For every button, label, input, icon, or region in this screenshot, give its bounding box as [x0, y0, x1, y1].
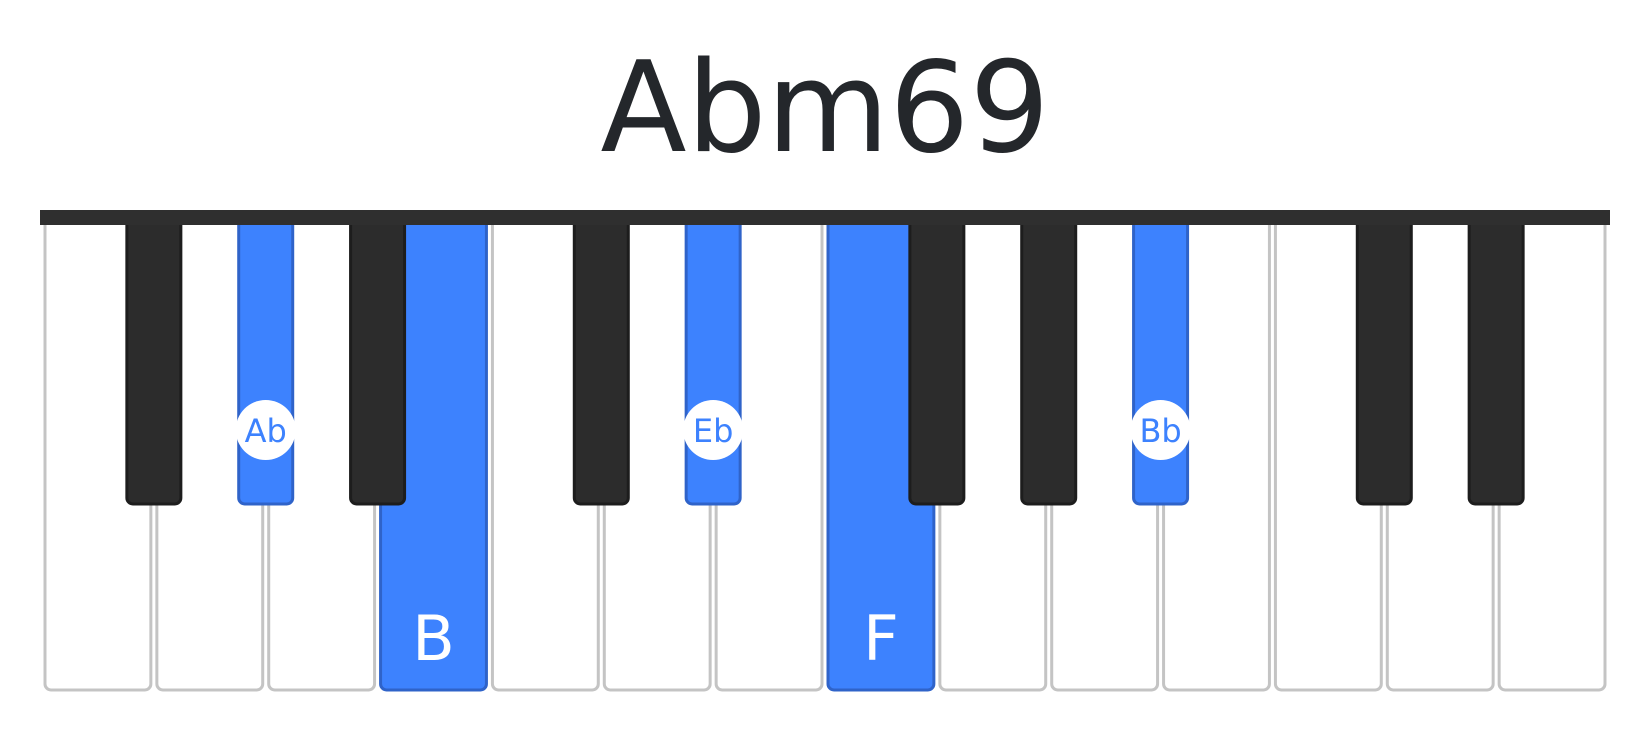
- keyboard-top-bar: [40, 210, 1610, 225]
- black-key: [1467, 212, 1525, 506]
- black-key: [1020, 212, 1078, 506]
- black-key-note-label: Eb: [693, 412, 734, 450]
- note-badge: [1130, 400, 1191, 460]
- note-badge: [235, 400, 296, 460]
- black-key: [125, 212, 183, 506]
- black-key-highlighted: [237, 212, 295, 506]
- white-key-note-label: F: [863, 602, 899, 675]
- black-key: [908, 212, 966, 506]
- black-key: [572, 212, 630, 506]
- key-labels: B F Ab Eb Bb: [235, 400, 1191, 675]
- black-key-note-label: Ab: [245, 412, 287, 450]
- white-key-note-label: B: [412, 602, 455, 675]
- black-key: [349, 212, 407, 506]
- black-key-highlighted: [1132, 212, 1190, 506]
- black-key-note-label: Bb: [1139, 412, 1181, 450]
- chord-title: Abm69: [600, 34, 1050, 181]
- note-badge: [683, 400, 744, 460]
- black-key: [1355, 212, 1413, 506]
- black-key-highlighted: [684, 212, 742, 506]
